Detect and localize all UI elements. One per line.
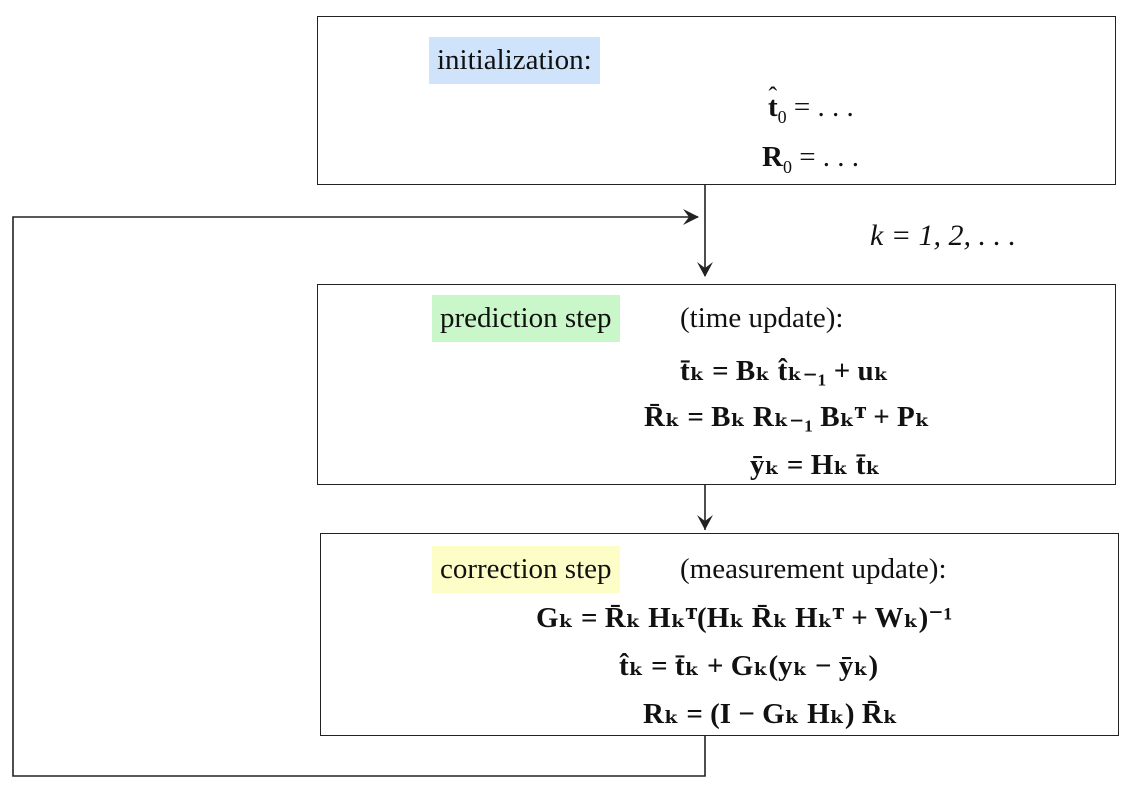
init-eq-t0: t0 = . . . — [768, 87, 854, 127]
arrowhead-predict — [697, 262, 713, 277]
loop-label: k = 1, 2, . . . — [870, 219, 1017, 252]
prediction-box: prediction step (time update): t̄ₖ = Bₖ … — [317, 284, 1116, 485]
correction-label: correction step — [432, 546, 620, 593]
init-box: initialization: t0 = . . . R0 = . . . — [317, 16, 1116, 185]
feedback-loop-line — [12, 216, 706, 777]
prediction-eq-rbar: R̄ₖ = Bₖ Rₖ₋₁ Bₖᵀ + Pₖ — [644, 401, 930, 433]
arrowhead-loop — [683, 209, 699, 225]
prediction-eq-tbar: t̄ₖ = Bₖ t̂ₖ₋₁ + uₖ — [680, 355, 889, 387]
correction-box: correction step (measurement update): Gₖ… — [320, 533, 1119, 736]
correction-eq-g: Gₖ = R̄ₖ Hₖᵀ(Hₖ R̄ₖ Hₖᵀ + Wₖ)⁻¹ — [536, 602, 953, 634]
correction-suffix: (measurement update): — [680, 553, 947, 585]
correction-eq-r: Rₖ = (I − Gₖ Hₖ) R̄ₖ — [643, 698, 898, 730]
init-label: initialization: — [429, 37, 600, 84]
prediction-label: prediction step — [432, 295, 620, 342]
prediction-eq-ybar: ȳₖ = Hₖ t̄ₖ — [750, 449, 881, 481]
prediction-suffix: (time update): — [680, 302, 844, 334]
correction-eq-that: t̂ₖ = t̄ₖ + Gₖ(yₖ − ȳₖ) — [619, 650, 879, 682]
arrowhead-correct — [697, 515, 713, 530]
init-eq-r0: R0 = . . . — [762, 141, 860, 177]
